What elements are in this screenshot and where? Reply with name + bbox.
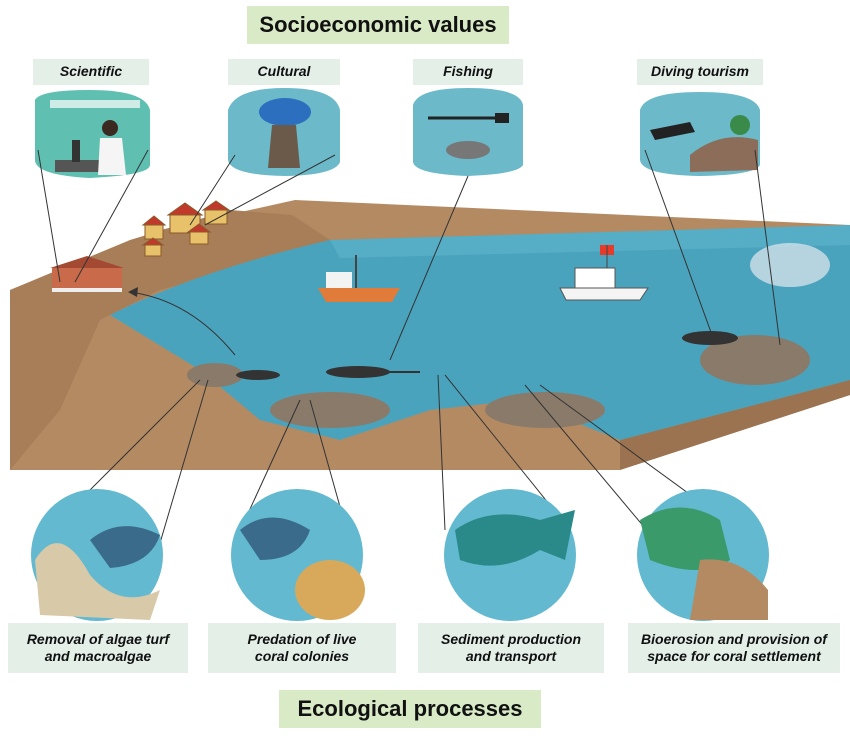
fishing-boat	[318, 255, 400, 302]
fishing-bubble	[413, 88, 523, 176]
spearfisher	[326, 366, 420, 378]
fish-school	[750, 243, 830, 287]
algae-removal-bubble	[31, 489, 163, 621]
label-algae-removal: Removal of algae turf and macroalgae	[8, 623, 188, 673]
ecological-processes-title: Ecological processes	[279, 690, 541, 728]
diving-tourism-bubble	[640, 92, 760, 176]
socioeconomic-values-title: Socioeconomic values	[247, 6, 509, 44]
scientific-bubble	[35, 90, 150, 178]
cultural-bubble	[228, 88, 340, 176]
bioerosion-bubble	[637, 489, 769, 621]
block-right-face	[620, 380, 850, 470]
sea-surface-highlight	[330, 225, 850, 258]
connector-arrowhead	[128, 287, 138, 297]
label-scientific: Scientific	[33, 59, 149, 85]
label-cultural: Cultural	[228, 59, 340, 85]
label-coral-predation: Predation of live coral colonies	[208, 623, 396, 673]
diver-right	[682, 331, 738, 345]
label-bioerosion: Bioerosion and provision of space for co…	[628, 623, 840, 673]
village	[141, 200, 231, 257]
label-diving-tourism: Diving tourism	[637, 59, 763, 85]
sea-water	[110, 225, 850, 440]
sediment-production-bubble	[444, 489, 576, 621]
coral-predation-bubble	[231, 489, 365, 621]
label-sediment-production: Sediment production and transport	[418, 623, 604, 673]
label-fishing: Fishing	[413, 59, 523, 85]
museum-building	[50, 256, 124, 292]
dive-boat	[559, 245, 649, 301]
snorkeler-left	[236, 370, 280, 380]
